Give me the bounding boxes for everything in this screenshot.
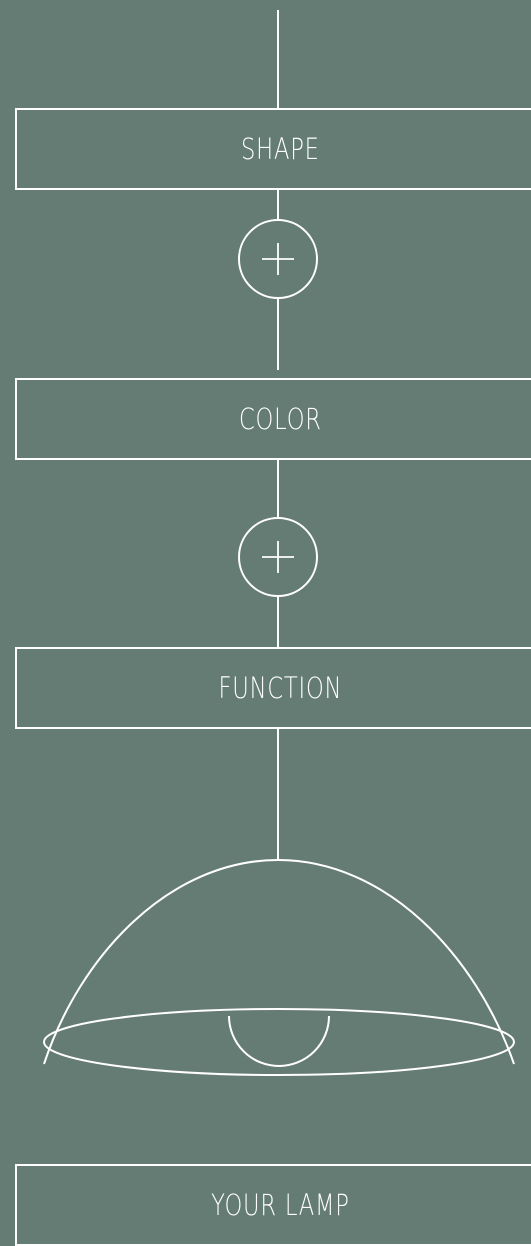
connector-line-plus-color	[277, 298, 279, 370]
add-function-button[interactable]	[238, 517, 318, 597]
shape-step-box[interactable]: SHAPE	[15, 108, 531, 190]
function-step-box[interactable]: FUNCTION	[15, 647, 531, 729]
function-step-label: FUNCTION	[75, 649, 486, 727]
your-lamp-box[interactable]: YOUR LAMP	[15, 1164, 531, 1246]
add-color-button[interactable]	[238, 219, 318, 299]
shape-step-label: SHAPE	[75, 110, 486, 188]
connector-line-function-lamp	[277, 727, 279, 859]
plus-icon	[240, 221, 316, 297]
your-lamp-label: YOUR LAMP	[75, 1166, 486, 1244]
color-step-label: COLOR	[75, 380, 486, 458]
connector-line-top	[277, 10, 279, 108]
plus-icon	[240, 519, 316, 595]
connector-line-color-plus	[277, 458, 279, 517]
pendant-lamp-icon	[0, 855, 531, 1115]
color-step-box[interactable]: COLOR	[15, 378, 531, 460]
connector-line-shape-plus	[277, 188, 279, 220]
connector-line-plus-function	[277, 595, 279, 647]
